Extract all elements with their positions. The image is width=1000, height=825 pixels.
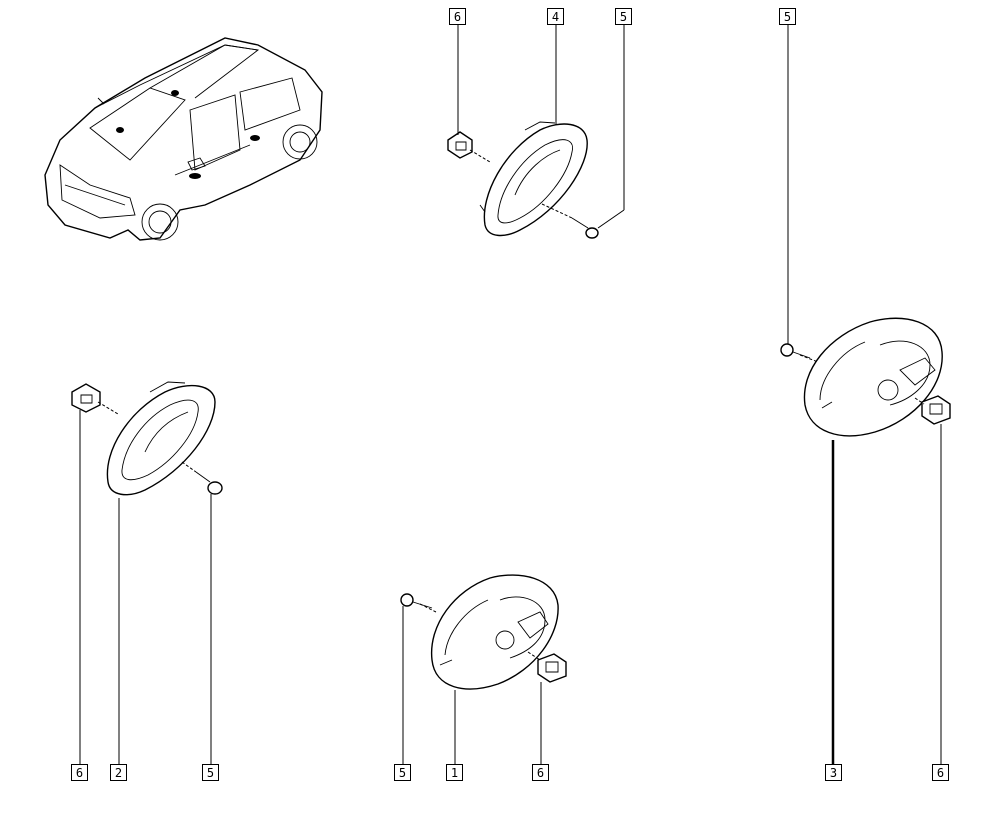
- callout-5-right-top: 5: [779, 8, 796, 25]
- callout-6-right: 6: [932, 764, 949, 781]
- callout-5-left: 5: [202, 764, 219, 781]
- screw-5-mid: [400, 593, 433, 609]
- screw-5-left: [195, 471, 223, 495]
- clip-6-top: [447, 131, 473, 159]
- door-handle-1: [430, 574, 559, 690]
- callout-4-top: 4: [547, 8, 564, 25]
- callout-2: 2: [110, 764, 127, 781]
- callout-5-mid: 5: [394, 764, 411, 781]
- screw-5-top: [571, 217, 599, 239]
- callout-1: 1: [446, 764, 463, 781]
- callout-6-left: 6: [71, 764, 88, 781]
- door-handle-2: [106, 381, 216, 496]
- clip-6-right: [921, 395, 951, 425]
- clip-6-mid: [537, 653, 567, 683]
- callout-3: 3: [825, 764, 842, 781]
- door-handle-3: [803, 317, 943, 437]
- door-handle-4: [479, 121, 588, 237]
- callout-6-mid: 6: [532, 764, 549, 781]
- callout-6-top: 6: [449, 8, 466, 25]
- car-illustration: [44, 37, 323, 241]
- clip-6-left: [71, 383, 101, 413]
- leader-lines: [79, 25, 942, 764]
- callout-5-top: 5: [615, 8, 632, 25]
- screw-5-right: [780, 343, 811, 359]
